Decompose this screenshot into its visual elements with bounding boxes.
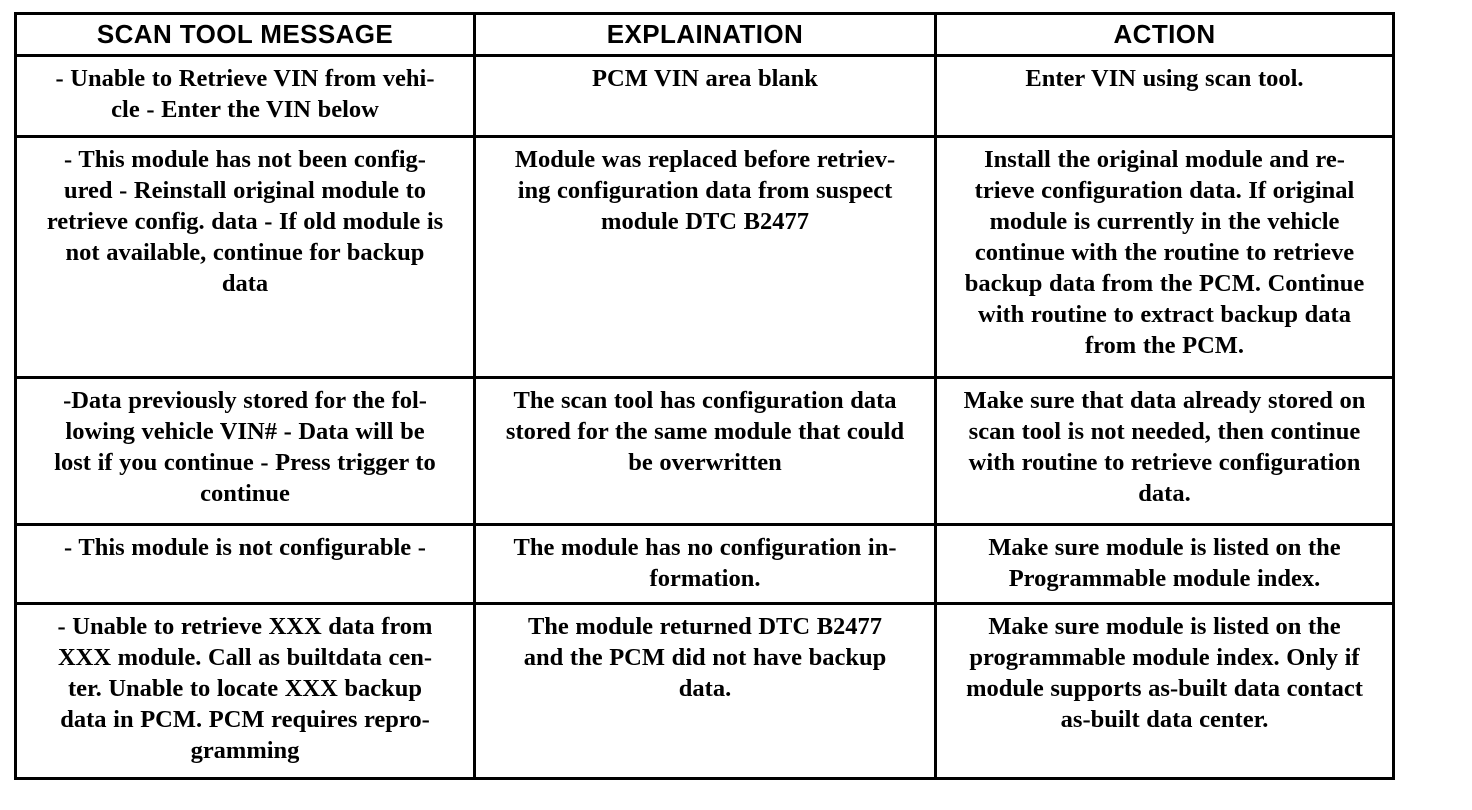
cell-text-line: be overwritten <box>628 449 782 476</box>
cell-text: The module returned DTC B2477 and the PCM… <box>476 605 934 712</box>
cell-text-line: - This module has not been config- <box>64 146 426 173</box>
cell-text-line: cle - Enter the VIN below <box>111 96 379 123</box>
cell-text-line: lowing vehicle VIN# - Data will be <box>65 418 425 445</box>
cell-text-line: with routine to retrieve configuration <box>968 449 1361 476</box>
cell-text-line: - Unable to retrieve XXX data from <box>57 613 433 640</box>
cell-text: - This module is not configurable - <box>17 526 473 571</box>
cell-text-line: ing configuration data from suspect <box>517 177 893 204</box>
cell-explanation: PCM VIN area blank <box>473 54 937 138</box>
cell-text-line: formation. <box>649 565 761 592</box>
cell-text-line: scan tool is not needed, then continue <box>968 418 1361 445</box>
cell-text-line: and the PCM did not have backup <box>523 644 887 671</box>
cell-text: Enter VIN using scan tool. <box>937 57 1392 102</box>
cell-text-line: stored for the same module that could <box>505 418 905 445</box>
cell-text-line: XXX module. Call as builtdata cen- <box>57 644 433 671</box>
cell-scan-tool-message: - Unable to Retrieve VIN from vehi-cle -… <box>14 54 476 138</box>
cell-text: Make sure module is listed on the program… <box>937 605 1392 743</box>
cell-text-line: backup data from the PCM. Continue <box>964 270 1365 297</box>
cell-text-line: PCM VIN area blank <box>592 65 818 92</box>
cell-text-line: - This module is not configurable - <box>64 534 426 561</box>
cell-text: The scan tool has configuration data stor… <box>476 379 934 486</box>
column-header-action-label: ACTION <box>1113 19 1216 49</box>
cell-text-line: ured - Reinstall original module to <box>63 177 427 204</box>
table-row: -Data previously stored for the fol-lowi… <box>14 376 1395 526</box>
table-header: SCAN TOOL MESSAGE EXPLAINATION ACTION <box>14 12 1395 57</box>
header-row: SCAN TOOL MESSAGE EXPLAINATION ACTION <box>14 12 1395 57</box>
cell-explanation: Module was replaced before retriev-ing c… <box>473 135 937 379</box>
scan-tool-message-table: SCAN TOOL MESSAGE EXPLAINATION ACTION - … <box>14 12 1395 780</box>
cell-text-line: The scan tool has configuration data <box>513 387 897 414</box>
column-header-explanation-label: EXPLAINATION <box>606 19 804 49</box>
column-header-scan-tool-message-label: SCAN TOOL MESSAGE <box>96 19 394 49</box>
cell-text: The module has no configuration in-forma… <box>476 526 934 602</box>
table-row: - This module is not configurable - The … <box>14 523 1395 605</box>
cell-text: Make sure that data already stored on sca… <box>937 379 1392 517</box>
cell-text: Install the original module and re-triev… <box>937 138 1392 369</box>
cell-text-line: trieve configuration data. If original <box>974 177 1355 204</box>
cell-text-line: Programmable module index. <box>1008 565 1321 592</box>
cell-text-line: The module returned DTC B2477 <box>527 613 883 640</box>
cell-text-line: Install the original module and re- <box>984 146 1345 173</box>
cell-text: - This module has not been config-ured -… <box>17 138 473 307</box>
cell-text-line: continue <box>200 480 290 507</box>
cell-text-line: The module has no configuration in- <box>513 534 897 561</box>
cell-action: Make sure that data already stored on sca… <box>934 376 1395 526</box>
cell-text-line: - Unable to Retrieve VIN from vehi- <box>55 65 435 92</box>
cell-text-line: Module was replaced before retriev- <box>514 146 896 173</box>
cell-text-line: Make sure module is listed on the <box>988 534 1341 561</box>
cell-text-line: lost if you continue - Press trigger to <box>54 449 436 476</box>
cell-explanation: The module has no configuration in-forma… <box>473 523 937 605</box>
cell-text-line: as-built data center. <box>1060 706 1269 733</box>
cell-text-line: retrieve config. data - If old module is <box>46 208 444 235</box>
cell-action: Make sure module is listed on the program… <box>934 602 1395 780</box>
cell-text-line: programmable module index. Only if <box>969 644 1360 671</box>
cell-scan-tool-message: - This module is not configurable - <box>14 523 476 605</box>
cell-text-line: gramming <box>190 737 300 764</box>
cell-text-line: data <box>221 270 269 297</box>
cell-scan-tool-message: - This module has not been config-ured -… <box>14 135 476 379</box>
cell-text-line: module is currently in the vehicle <box>989 208 1340 235</box>
cell-text-line: Make sure that data already stored on <box>963 387 1366 414</box>
cell-action: Enter VIN using scan tool. <box>934 54 1395 138</box>
table-row: - Unable to Retrieve VIN from vehi-cle -… <box>14 54 1395 138</box>
cell-text-line: not available, continue for backup <box>65 239 425 266</box>
cell-scan-tool-message: -Data previously stored for the fol-lowi… <box>14 376 476 526</box>
cell-text: - Unable to Retrieve VIN from vehi-cle -… <box>17 57 473 133</box>
column-header-action: ACTION <box>934 12 1395 57</box>
cell-text-line: continue with the routine to retrieve <box>974 239 1355 266</box>
cell-text-line: module supports as-built data contact <box>966 675 1363 702</box>
column-header-scan-tool-message: SCAN TOOL MESSAGE <box>14 12 476 57</box>
cell-text-line: Make sure module is listed on the <box>988 613 1341 640</box>
cell-text-line: with routine to extract backup data <box>978 301 1351 328</box>
cell-explanation: The scan tool has configuration data stor… <box>473 376 937 526</box>
cell-text-line: Enter VIN using scan tool. <box>1025 65 1304 92</box>
table-row: - This module has not been config-ured -… <box>14 135 1395 379</box>
table-body: - Unable to Retrieve VIN from vehi-cle -… <box>14 54 1395 780</box>
cell-text-line: data. <box>678 675 732 702</box>
column-header-explanation: EXPLAINATION <box>473 12 937 57</box>
cell-text: -Data previously stored for the fol-lowi… <box>17 379 473 517</box>
cell-text-line: module DTC B2477 <box>601 208 809 235</box>
cell-text-line: ter. Unable to locate XXX backup <box>67 675 423 702</box>
cell-text-line: data in PCM. PCM requires repro- <box>60 706 430 733</box>
cell-action: Install the original module and re-triev… <box>934 135 1395 379</box>
cell-explanation: The module returned DTC B2477 and the PCM… <box>473 602 937 780</box>
cell-text-line: -Data previously stored for the fol- <box>63 387 427 414</box>
cell-text: Module was replaced before retriev-ing c… <box>476 138 934 245</box>
cell-text: PCM VIN area blank <box>476 57 934 102</box>
cell-text-line: from the PCM. <box>1084 332 1245 359</box>
cell-text-line: data. <box>1138 480 1191 507</box>
